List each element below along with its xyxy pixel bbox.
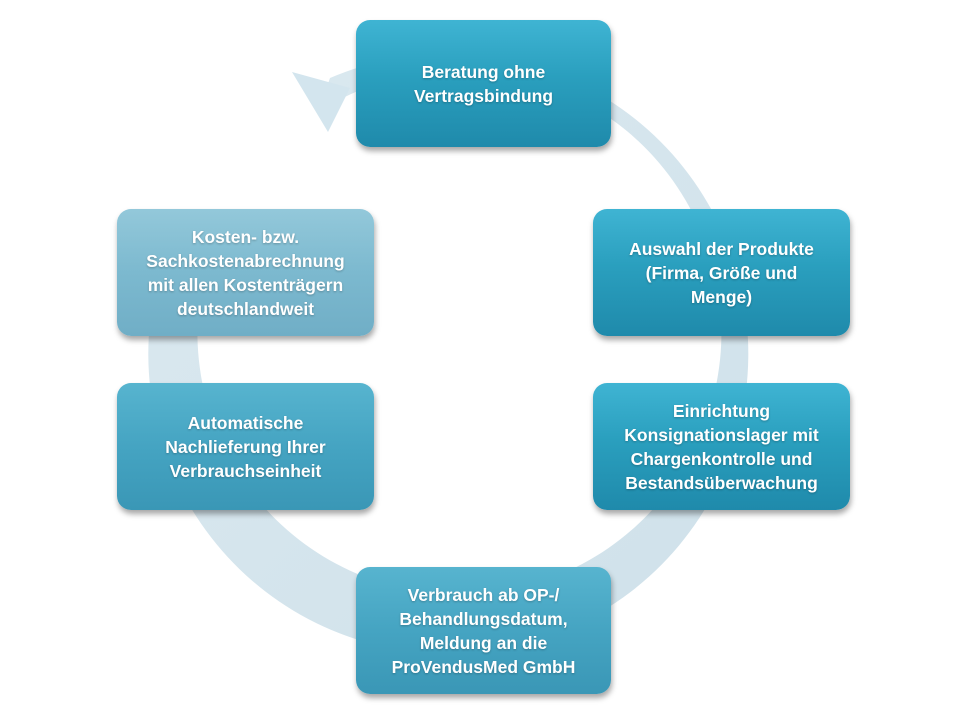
step-abrechnung: Kosten- bzw. Sachkostenabrechnung mit alle… [117,209,374,336]
ring-arrowhead [292,72,350,132]
step-text-line: Chargenkontrolle und [630,448,813,469]
step-text: Verbrauch ab OP-/ Behandlungsdatum, Meldun… [392,583,576,679]
step-text-line: Vertragsbindung [413,85,554,106]
step-verbrauch: Verbrauch ab OP-/ Behandlungsdatum, Meldun… [356,567,611,694]
step-text-line: Behandlungsdatum, [399,608,568,629]
step-text-line: Sachkostenabrechnung [146,250,345,271]
step-text: Kosten- bzw. Sachkostenabrechnung mit alle… [146,225,344,321]
step-text-line: Einrichtung [672,400,771,421]
step-text-line: mit allen Kostenträgern [147,274,344,295]
step-text-line: Beratung ohne [421,61,546,82]
step-text-line: Verbrauchseinheit [169,460,322,481]
step-text-line: Kosten- bzw. [191,226,300,247]
step-text-line: Meldung an die [419,632,548,653]
step-text-line: Konsignationslager mit [624,424,819,445]
step-text-line: Menge) [690,286,753,307]
step-text-line: Automatische [187,412,304,433]
step-text-line: (Firma, Größe und [645,262,798,283]
step-text-line: Nachlieferung Ihrer [165,436,326,457]
step-text-line: Verbrauch ab OP-/ [407,584,560,605]
step-text-line: ProVendusMed GmbH [391,656,576,677]
step-text-line: Auswahl der Produkte [629,238,814,259]
step-text-line: deutschlandweit [176,298,315,319]
step-text-line: Bestandsüberwachung [625,472,818,493]
